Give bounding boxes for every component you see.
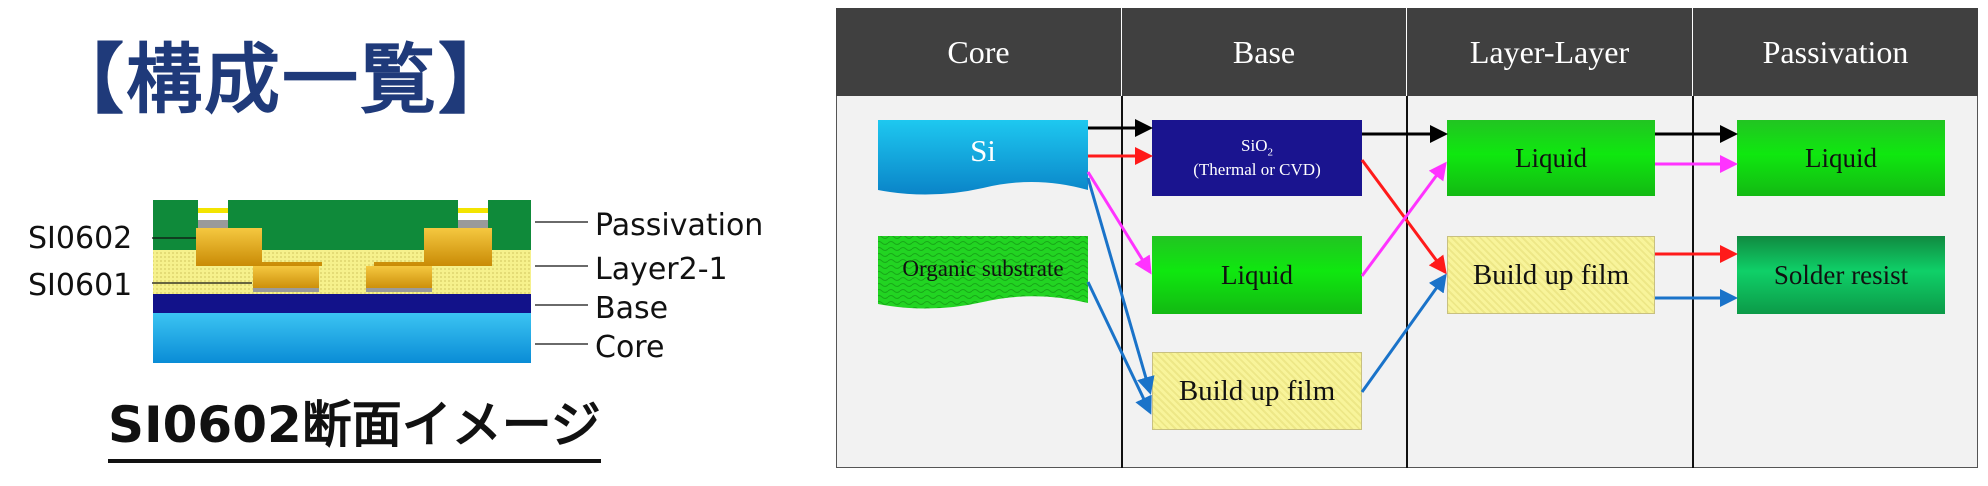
column-divider xyxy=(1692,96,1694,468)
column-header-layer: Layer-Layer xyxy=(1407,8,1693,96)
arrow-buildup-to-layer-buildup xyxy=(1360,273,1447,393)
si0601-pad-left xyxy=(253,266,319,290)
core-si-shape xyxy=(878,120,1088,195)
base-sio2-formula: SiO2 xyxy=(1241,135,1273,158)
label-si0602: SI0602 xyxy=(28,221,133,256)
label-layer-2-1: Layer2-1 xyxy=(595,252,728,287)
base-buildup-box: Build up film xyxy=(1152,352,1362,430)
passivation-layer xyxy=(153,200,531,250)
column-divider xyxy=(1406,96,1408,468)
core-organic-label: Organic substrate xyxy=(902,256,1064,281)
label-si0601: SI0601 xyxy=(28,268,133,303)
column-header-base: Base xyxy=(1122,8,1407,96)
arrow-si-to-buildup xyxy=(1086,177,1155,395)
arrow-si-to-liquid xyxy=(1086,171,1152,275)
base-liquid-box: Liquid xyxy=(1152,236,1362,314)
base-layer xyxy=(153,294,531,313)
layer-liquid-box: Liquid xyxy=(1447,120,1655,196)
page-title: 【構成一覧】 xyxy=(48,35,516,124)
core-si-label: Si xyxy=(970,133,996,168)
label-base: Base xyxy=(595,291,669,326)
si0602-pad-left xyxy=(196,228,322,266)
cross-section-diagram xyxy=(152,200,588,363)
core-layer xyxy=(153,313,531,363)
arrow-liquid-to-layer-liquid xyxy=(1360,161,1447,277)
passivation-solder-box: Solder resist xyxy=(1737,236,1945,314)
label-core: Core xyxy=(595,330,665,365)
column-header-passivation: Passivation xyxy=(1693,8,1978,96)
core-organic-shape xyxy=(878,236,1088,309)
si0601-pad-right xyxy=(366,266,432,290)
cross-section-caption: SI0602断面イメージ xyxy=(108,385,601,463)
arrow-sio2-to-layer-buildup xyxy=(1360,159,1447,275)
base-sio2-note: (Thermal or CVD) xyxy=(1193,160,1321,180)
column-divider xyxy=(1121,96,1123,468)
label-passivation: Passivation xyxy=(595,208,764,243)
column-header-core: Core xyxy=(836,8,1122,96)
layer-buildup-box: Build up film xyxy=(1447,236,1655,314)
passivation-liquid-box: Liquid xyxy=(1737,120,1945,196)
arrow-organic-to-buildup xyxy=(1086,281,1152,415)
base-sio2-box: SiO2 (Thermal or CVD) xyxy=(1152,120,1362,196)
si0602-pad-right xyxy=(374,228,492,266)
